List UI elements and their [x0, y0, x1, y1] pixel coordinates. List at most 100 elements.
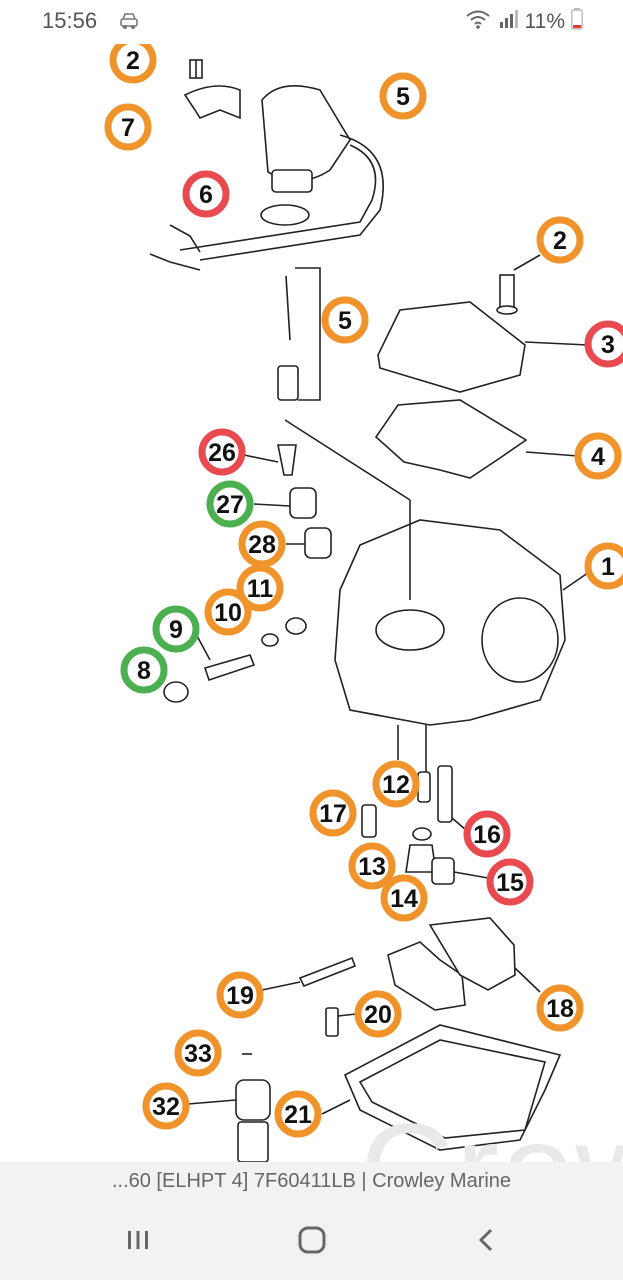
callout-14: 14 — [380, 874, 428, 922]
callout-label: 12 — [382, 771, 410, 799]
callout-3: 3 — [584, 320, 623, 368]
callout-19: 19 — [216, 971, 264, 1019]
callout-12: 12 — [372, 760, 420, 808]
callout-10: 10 — [204, 588, 252, 636]
callout-label: 2 — [553, 227, 567, 255]
callout-ring — [574, 432, 622, 480]
callout-ring — [379, 72, 427, 120]
callout-label: 13 — [358, 853, 386, 881]
callout-ring — [354, 990, 402, 1038]
callout-label: 33 — [184, 1040, 212, 1068]
callout-2: 2 — [536, 216, 584, 264]
callout-label: 11 — [247, 575, 274, 603]
callout-5: 5 — [321, 296, 369, 344]
callout-label: 8 — [137, 657, 151, 685]
callout-ring — [152, 605, 200, 653]
callout-label: 16 — [473, 821, 501, 849]
battery-percent: 11% — [524, 10, 565, 33]
page-title[interactable]: ...60 [ELHPT 4] 7F60411LB | Crowley Mari… — [0, 1162, 623, 1200]
callout-32: 32 — [142, 1082, 190, 1130]
callout-16: 16 — [463, 810, 511, 858]
home-icon — [296, 1224, 328, 1261]
callout-ring — [238, 520, 286, 568]
callout-ring — [463, 810, 511, 858]
status-time: 15:56 — [42, 8, 98, 33]
parts-diagram-svg: 2576253426272811110981217161315141918203… — [104, 44, 623, 1162]
callout-ring — [104, 103, 152, 151]
callout-ring — [584, 320, 623, 368]
callout-ring — [584, 542, 623, 590]
navigation-bar — [0, 1200, 623, 1280]
callout-17: 17 — [309, 789, 357, 837]
callout-label: 5 — [338, 307, 352, 335]
callout-ring — [204, 588, 252, 636]
battery-low-icon — [571, 8, 583, 36]
callout-ring — [120, 646, 168, 694]
callout-label: 27 — [216, 491, 244, 519]
callout-8: 8 — [120, 646, 168, 694]
callout-ring — [372, 760, 420, 808]
callout-label: 14 — [390, 885, 418, 913]
callout-label: 18 — [546, 995, 574, 1023]
callout-ring — [216, 971, 264, 1019]
callout-1: 1 — [584, 542, 623, 590]
callout-20: 20 — [354, 990, 402, 1038]
callout-label: 6 — [199, 181, 213, 209]
callout-label: 28 — [248, 531, 276, 559]
callout-label: 26 — [208, 439, 236, 467]
callout-label: 17 — [319, 800, 347, 828]
callout-ring — [486, 858, 534, 906]
callout-9: 9 — [152, 605, 200, 653]
wifi-icon — [465, 8, 491, 36]
callout-6: 6 — [182, 170, 230, 218]
callout-ring — [309, 789, 357, 837]
callout-7: 7 — [104, 103, 152, 151]
recents-button[interactable] — [108, 1222, 168, 1262]
callout-label: 3 — [601, 331, 615, 359]
callout-label: 1 — [601, 553, 615, 581]
diagram-linework — [149, 59, 599, 1162]
callout-21: 21 — [274, 1090, 322, 1138]
callout-18: 18 — [536, 984, 584, 1032]
callout-label: 20 — [364, 1001, 392, 1029]
callout-33: 33 — [174, 1029, 222, 1077]
status-bar: 15:56 11% — [0, 0, 623, 44]
callout-label: 19 — [226, 982, 254, 1010]
callout-ring — [321, 296, 369, 344]
callout-ring — [174, 1029, 222, 1077]
callout-label: 2 — [126, 47, 140, 75]
car-icon — [118, 10, 140, 37]
callout-5: 5 — [379, 72, 427, 120]
home-button[interactable] — [282, 1222, 342, 1262]
callout-label: 10 — [214, 599, 242, 627]
callout-label: 9 — [169, 616, 183, 644]
back-button[interactable] — [456, 1222, 516, 1262]
callout-2: 2 — [109, 44, 157, 84]
callout-ring — [274, 1090, 322, 1138]
callout-ring — [109, 44, 157, 84]
callout-26: 26 — [198, 428, 246, 476]
callout-label: 32 — [152, 1093, 180, 1121]
callout-ring — [348, 842, 396, 890]
callout-ring — [182, 170, 230, 218]
callout-27: 27 — [206, 480, 254, 528]
callout-label: 7 — [121, 114, 135, 142]
callout-ring — [236, 564, 284, 612]
callout-4: 4 — [574, 432, 622, 480]
callout-label: 4 — [591, 443, 605, 471]
callout-28: 28 — [238, 520, 286, 568]
back-icon — [471, 1225, 501, 1260]
callout-ring — [198, 428, 246, 476]
signal-icon — [497, 8, 519, 36]
callout-ring — [536, 216, 584, 264]
callout-ring — [206, 480, 254, 528]
callout-label: 21 — [284, 1101, 312, 1129]
callout-11: 11 — [236, 564, 284, 612]
callout-ring — [142, 1082, 190, 1130]
callout-label: 5 — [396, 83, 410, 111]
callout-15: 15 — [486, 858, 534, 906]
callout-ring — [380, 874, 428, 922]
callout-label: 15 — [496, 869, 524, 897]
